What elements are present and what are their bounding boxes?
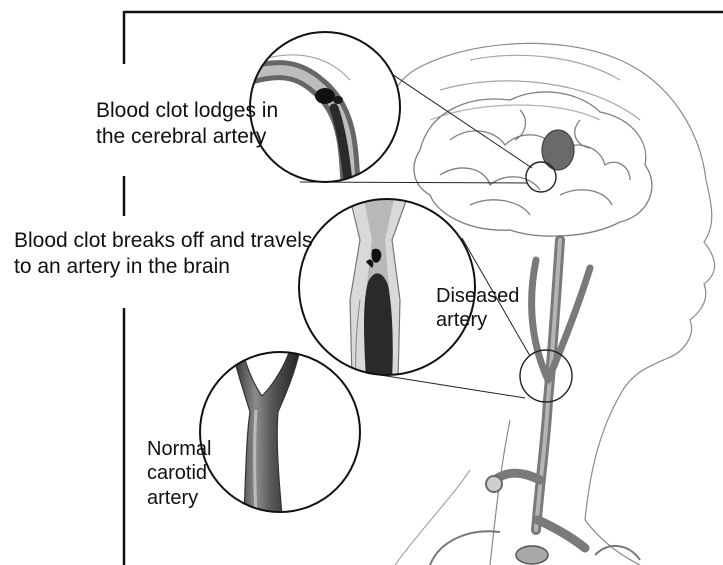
clot-breaks-label-line1: Blood clot breaks off and travels: [14, 228, 312, 254]
diseased-artery-label-line2: artery: [436, 308, 519, 332]
normal-artery-magnifier: [200, 350, 360, 515]
clot-lodges-label-line2: the cerebral artery: [96, 124, 278, 150]
normal-artery-label-line1: Normal: [147, 437, 211, 461]
diseased-artery-label-line1: Diseased: [436, 284, 519, 308]
clot-breaks-label-line2: to an artery in the brain: [14, 254, 312, 280]
clot-breaks-label: Blood clot breaks off and travels to an …: [14, 228, 312, 279]
clot-lodges-label-line1: Blood clot lodges in: [96, 98, 278, 124]
normal-artery-label-line3: artery: [147, 486, 211, 510]
diseased-artery-label: Diseased artery: [436, 284, 519, 333]
clot-lodges-label: Blood clot lodges in the cerebral artery: [96, 98, 278, 149]
normal-artery-label: Normal carotid artery: [147, 437, 211, 510]
normal-artery-label-line2: carotid: [147, 461, 211, 485]
